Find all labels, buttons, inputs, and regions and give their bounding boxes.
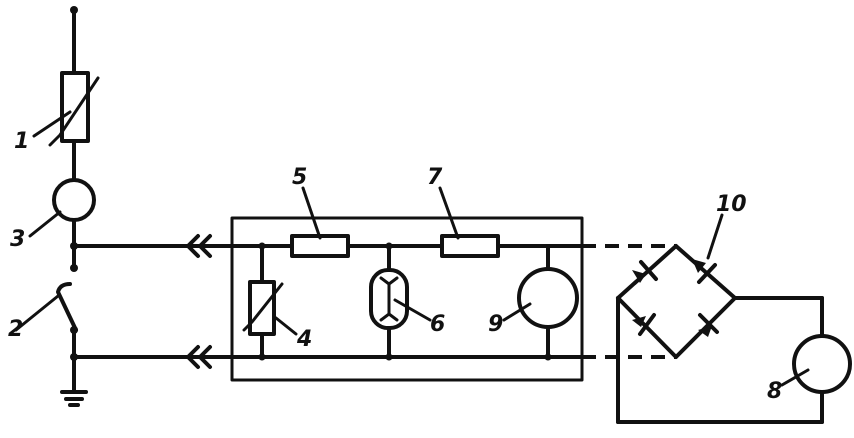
- left-branch: [48, 6, 100, 407]
- bottom-connector-chevron-2: [198, 345, 212, 369]
- component-10-diode-bridge: [616, 244, 824, 424]
- diode-lower-left: [632, 313, 656, 336]
- leader-lines: [14, 110, 810, 387]
- top-connector-chevron-1: [186, 234, 200, 258]
- label-9: 9: [488, 312, 503, 337]
- component-6-lamp: [369, 244, 409, 359]
- bus-lines: [72, 234, 234, 369]
- label-5: 5: [292, 165, 307, 190]
- label-3: 3: [10, 227, 25, 252]
- diode-lower-right: [698, 313, 719, 337]
- box-internals: [230, 234, 584, 361]
- label-1: 1: [14, 129, 29, 154]
- label-2: 2: [8, 317, 23, 342]
- switch-terminal-top: [70, 264, 78, 272]
- component-9-meter: [517, 244, 579, 359]
- ground-icon: [60, 390, 88, 407]
- component-1-nonlinear-resistor: [48, 71, 100, 147]
- component-3-circle: [52, 178, 96, 222]
- component-2-switch: [56, 282, 78, 332]
- label-8: 8: [767, 379, 782, 404]
- component-8-meter: [792, 334, 852, 394]
- bottom-connector-chevron-1: [186, 345, 200, 369]
- label-10: 10: [716, 192, 747, 217]
- component-4-nonlinear-resistor: [242, 244, 284, 359]
- label-4: 4: [296, 327, 312, 352]
- enclosure-box: [230, 216, 584, 382]
- diode-upper-right: [692, 259, 717, 284]
- top-connector-chevron-2: [198, 234, 212, 258]
- label-6: 6: [430, 312, 445, 337]
- component-7-resistor: [440, 234, 500, 258]
- diode-upper-left: [632, 260, 658, 283]
- label-7: 7: [427, 165, 443, 190]
